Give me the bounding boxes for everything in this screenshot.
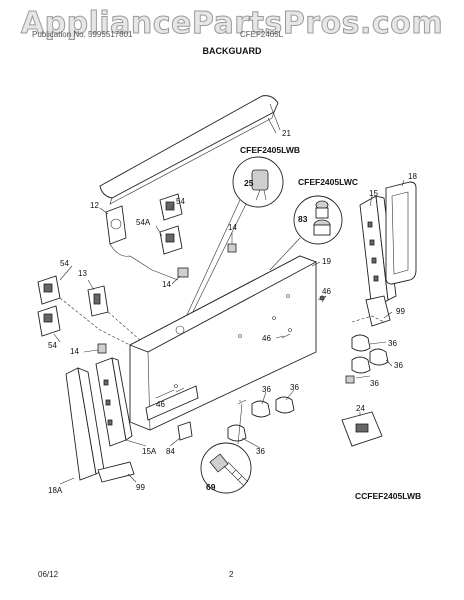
label-19: 19 <box>322 257 331 266</box>
model-series: CFEF2405L <box>240 30 284 39</box>
part-labels: 21 CFEF2405LWB 25 CFEF2405LWC 83 15 18 1… <box>48 129 421 501</box>
relays-top <box>159 193 183 255</box>
callout-circle-69 <box>200 403 252 494</box>
label-54-top: 54 <box>176 197 185 206</box>
label-13: 13 <box>78 269 87 278</box>
model-label-a: CFEF2405LWB <box>240 145 300 155</box>
relays-left <box>37 275 141 346</box>
knobs-36 <box>227 334 389 442</box>
label-69: 69 <box>206 482 216 492</box>
label-36-f: 36 <box>256 447 265 456</box>
label-99-left: 99 <box>136 483 145 492</box>
callout-circle-25 <box>179 156 284 331</box>
section-title: BACKGUARD <box>202 46 262 56</box>
left-foot-clip <box>97 461 135 483</box>
label-36-b: 36 <box>394 361 403 370</box>
label-15: 15 <box>369 189 378 198</box>
label-15a: 15A <box>142 447 157 456</box>
label-54-bottom: 54 <box>48 341 57 350</box>
watermark: AppliancePartsPros.com <box>20 6 444 42</box>
model-label-b: CFEF2405LWC <box>298 177 358 187</box>
label-14-left: 14 <box>70 347 79 356</box>
part-84 <box>177 421 193 441</box>
right-end-cap <box>385 181 417 285</box>
right-foot-clip <box>351 315 385 323</box>
label-12: 12 <box>90 201 99 210</box>
label-18a: 18A <box>48 486 63 495</box>
label-18: 18 <box>408 172 417 181</box>
label-84: 84 <box>166 447 175 456</box>
switch-module-24 <box>341 375 383 447</box>
label-14-mid: 14 <box>162 280 171 289</box>
publication-number: Publication No. 5995517801 <box>32 30 133 39</box>
label-14-top: 14 <box>228 223 237 232</box>
label-24: 24 <box>356 404 365 413</box>
label-46-center: 46 <box>262 334 271 343</box>
backguard-main-panel <box>128 255 318 431</box>
label-36-e: 36 <box>290 383 299 392</box>
label-36-d: 36 <box>262 385 271 394</box>
model-label-diagram: CCFEF2405LWB <box>355 491 421 501</box>
label-83: 83 <box>298 214 308 224</box>
label-21: 21 <box>282 129 291 138</box>
left-end-bracket <box>95 357 133 447</box>
switch-12 <box>105 205 179 281</box>
left-end-cap <box>65 367 105 481</box>
leader-lines <box>53 117 405 485</box>
callout-circle-83 <box>269 195 343 271</box>
footer-date: 06/12 <box>38 570 59 579</box>
label-36-c: 36 <box>370 379 379 388</box>
label-99-right: 99 <box>396 307 405 316</box>
label-54a: 54A <box>136 218 151 227</box>
label-25: 25 <box>244 178 254 188</box>
screws-46 <box>175 295 327 405</box>
footer-page-number: 2 <box>229 570 234 579</box>
label-46-low: 46 <box>156 400 165 409</box>
label-46-right: 46 <box>322 287 331 296</box>
label-54-left: 54 <box>60 259 69 268</box>
label-36-a: 36 <box>388 339 397 348</box>
backguard-top-trim <box>99 95 281 205</box>
